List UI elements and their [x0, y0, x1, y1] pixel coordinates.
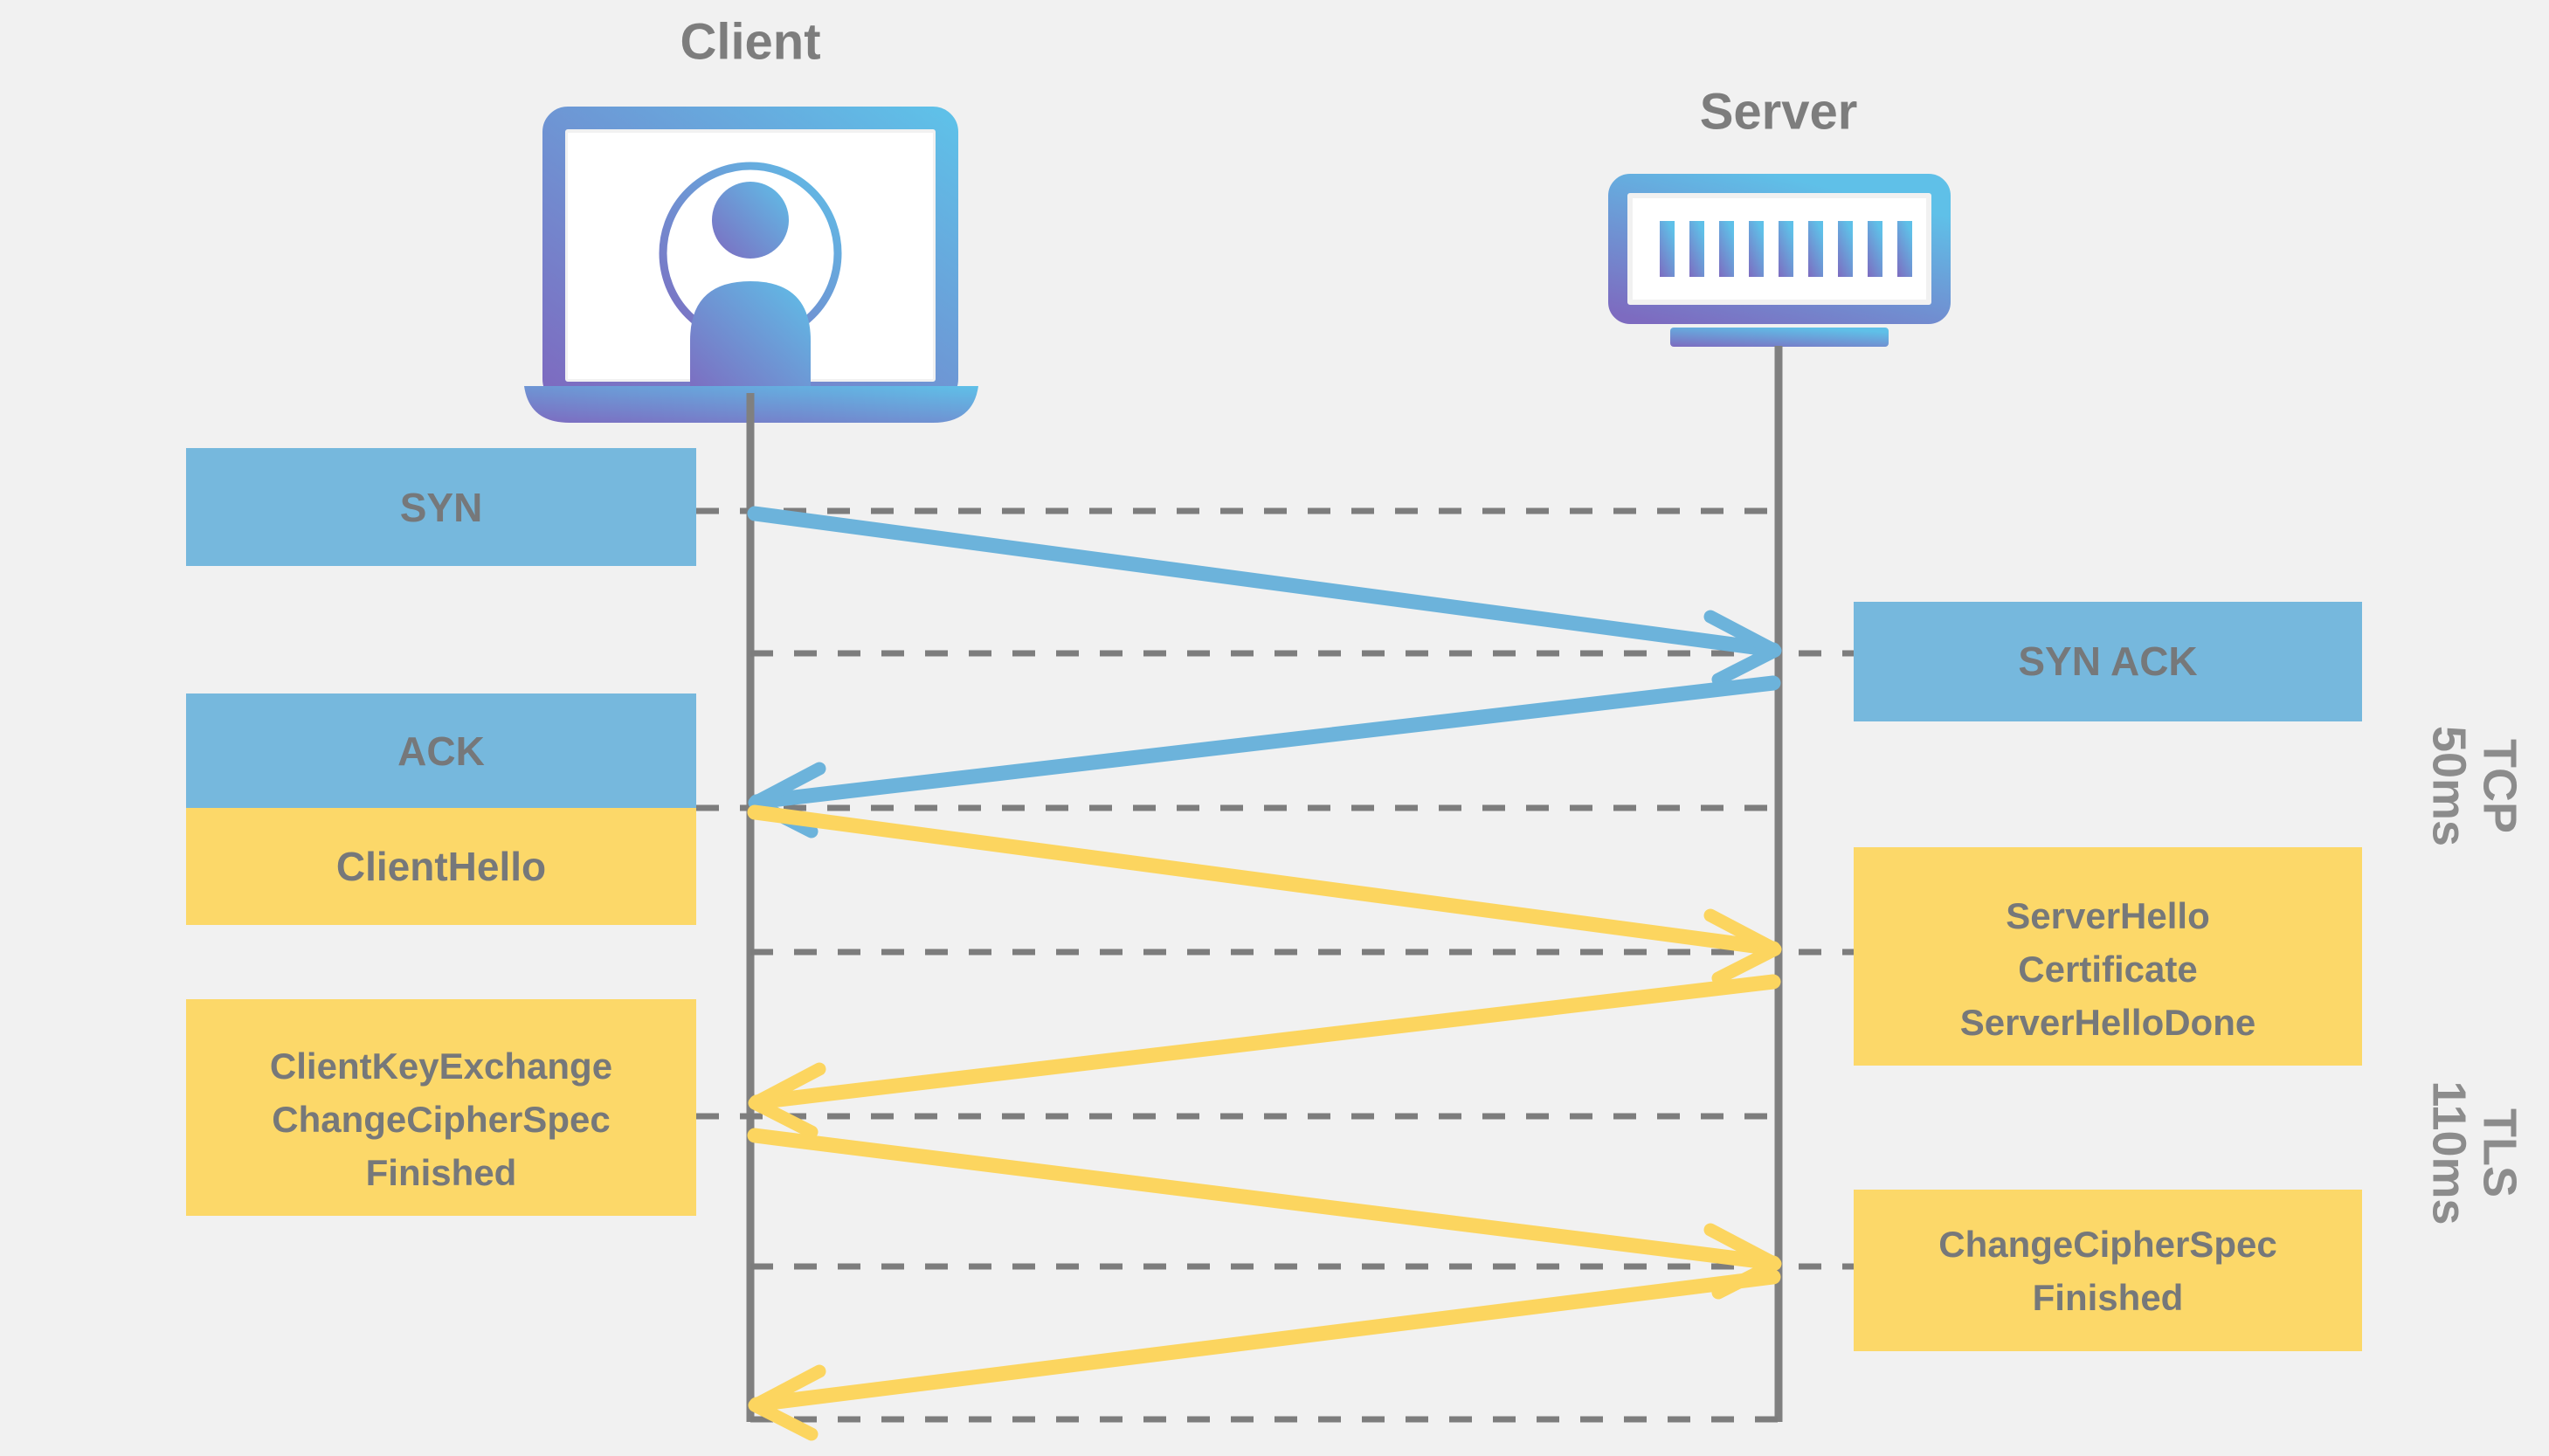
message-label-server-change-cipher-spec-line2: Finished	[2033, 1277, 2184, 1318]
message-label-client-key-exchange-line2: ChangeCipherSpec	[272, 1099, 610, 1140]
message-label-server-hello-line2: Certificate	[2018, 949, 2197, 990]
message-label-client-key-exchange-line3: Finished	[366, 1152, 517, 1193]
message-label-syn: SYN	[400, 485, 483, 530]
arrow-server-hello	[748, 974, 1781, 1139]
message-label-server-hello-line1: ServerHello	[2006, 895, 2209, 936]
message-label-ack: ACK	[397, 728, 485, 774]
arrow-client-key-exchange	[747, 1128, 1782, 1300]
server-rack-icon	[1608, 174, 1951, 347]
phase-label-tls: TLS 110ms	[2423, 1080, 2526, 1225]
message-box-client-key-exchange[interactable]: ClientKeyExchange ChangeCipherSpec Finis…	[186, 999, 696, 1216]
message-label-server-change-cipher-spec-line1: ChangeCipherSpec	[1938, 1224, 2276, 1265]
arrow-server-change-cipher-spec	[748, 1269, 1781, 1441]
phase-label-tls-time: 110ms	[2423, 1080, 2476, 1225]
message-box-syn-ack[interactable]: SYN ACK	[1854, 602, 2362, 721]
message-label-client-hello: ClientHello	[336, 844, 546, 889]
arrow-syn	[747, 506, 1782, 687]
client-title: Client	[680, 13, 820, 70]
message-label-server-hello-line3: ServerHelloDone	[1960, 1002, 2255, 1043]
phase-label-tls-name: TLS	[2474, 1108, 2526, 1197]
phase-label-tcp-name: TCP	[2474, 739, 2526, 833]
server-title: Server	[1700, 83, 1858, 140]
message-box-ack[interactable]: ACK	[186, 693, 696, 808]
message-box-syn[interactable]: SYN	[186, 448, 696, 566]
message-label-syn-ack: SYN ACK	[2018, 638, 2197, 684]
message-box-server-change-cipher-spec[interactable]: ChangeCipherSpec Finished	[1854, 1190, 2362, 1351]
phase-label-tcp: TCP 50ms	[2423, 726, 2526, 846]
laptop-user-icon	[524, 107, 978, 423]
message-box-server-hello[interactable]: ServerHello Certificate ServerHelloDone	[1854, 847, 2362, 1066]
message-label-client-key-exchange-line1: ClientKeyExchange	[270, 1045, 612, 1087]
phase-label-tcp-time: 50ms	[2423, 726, 2476, 846]
arrow-client-hello	[747, 804, 1782, 985]
message-box-client-hello[interactable]: ClientHello	[186, 808, 696, 925]
